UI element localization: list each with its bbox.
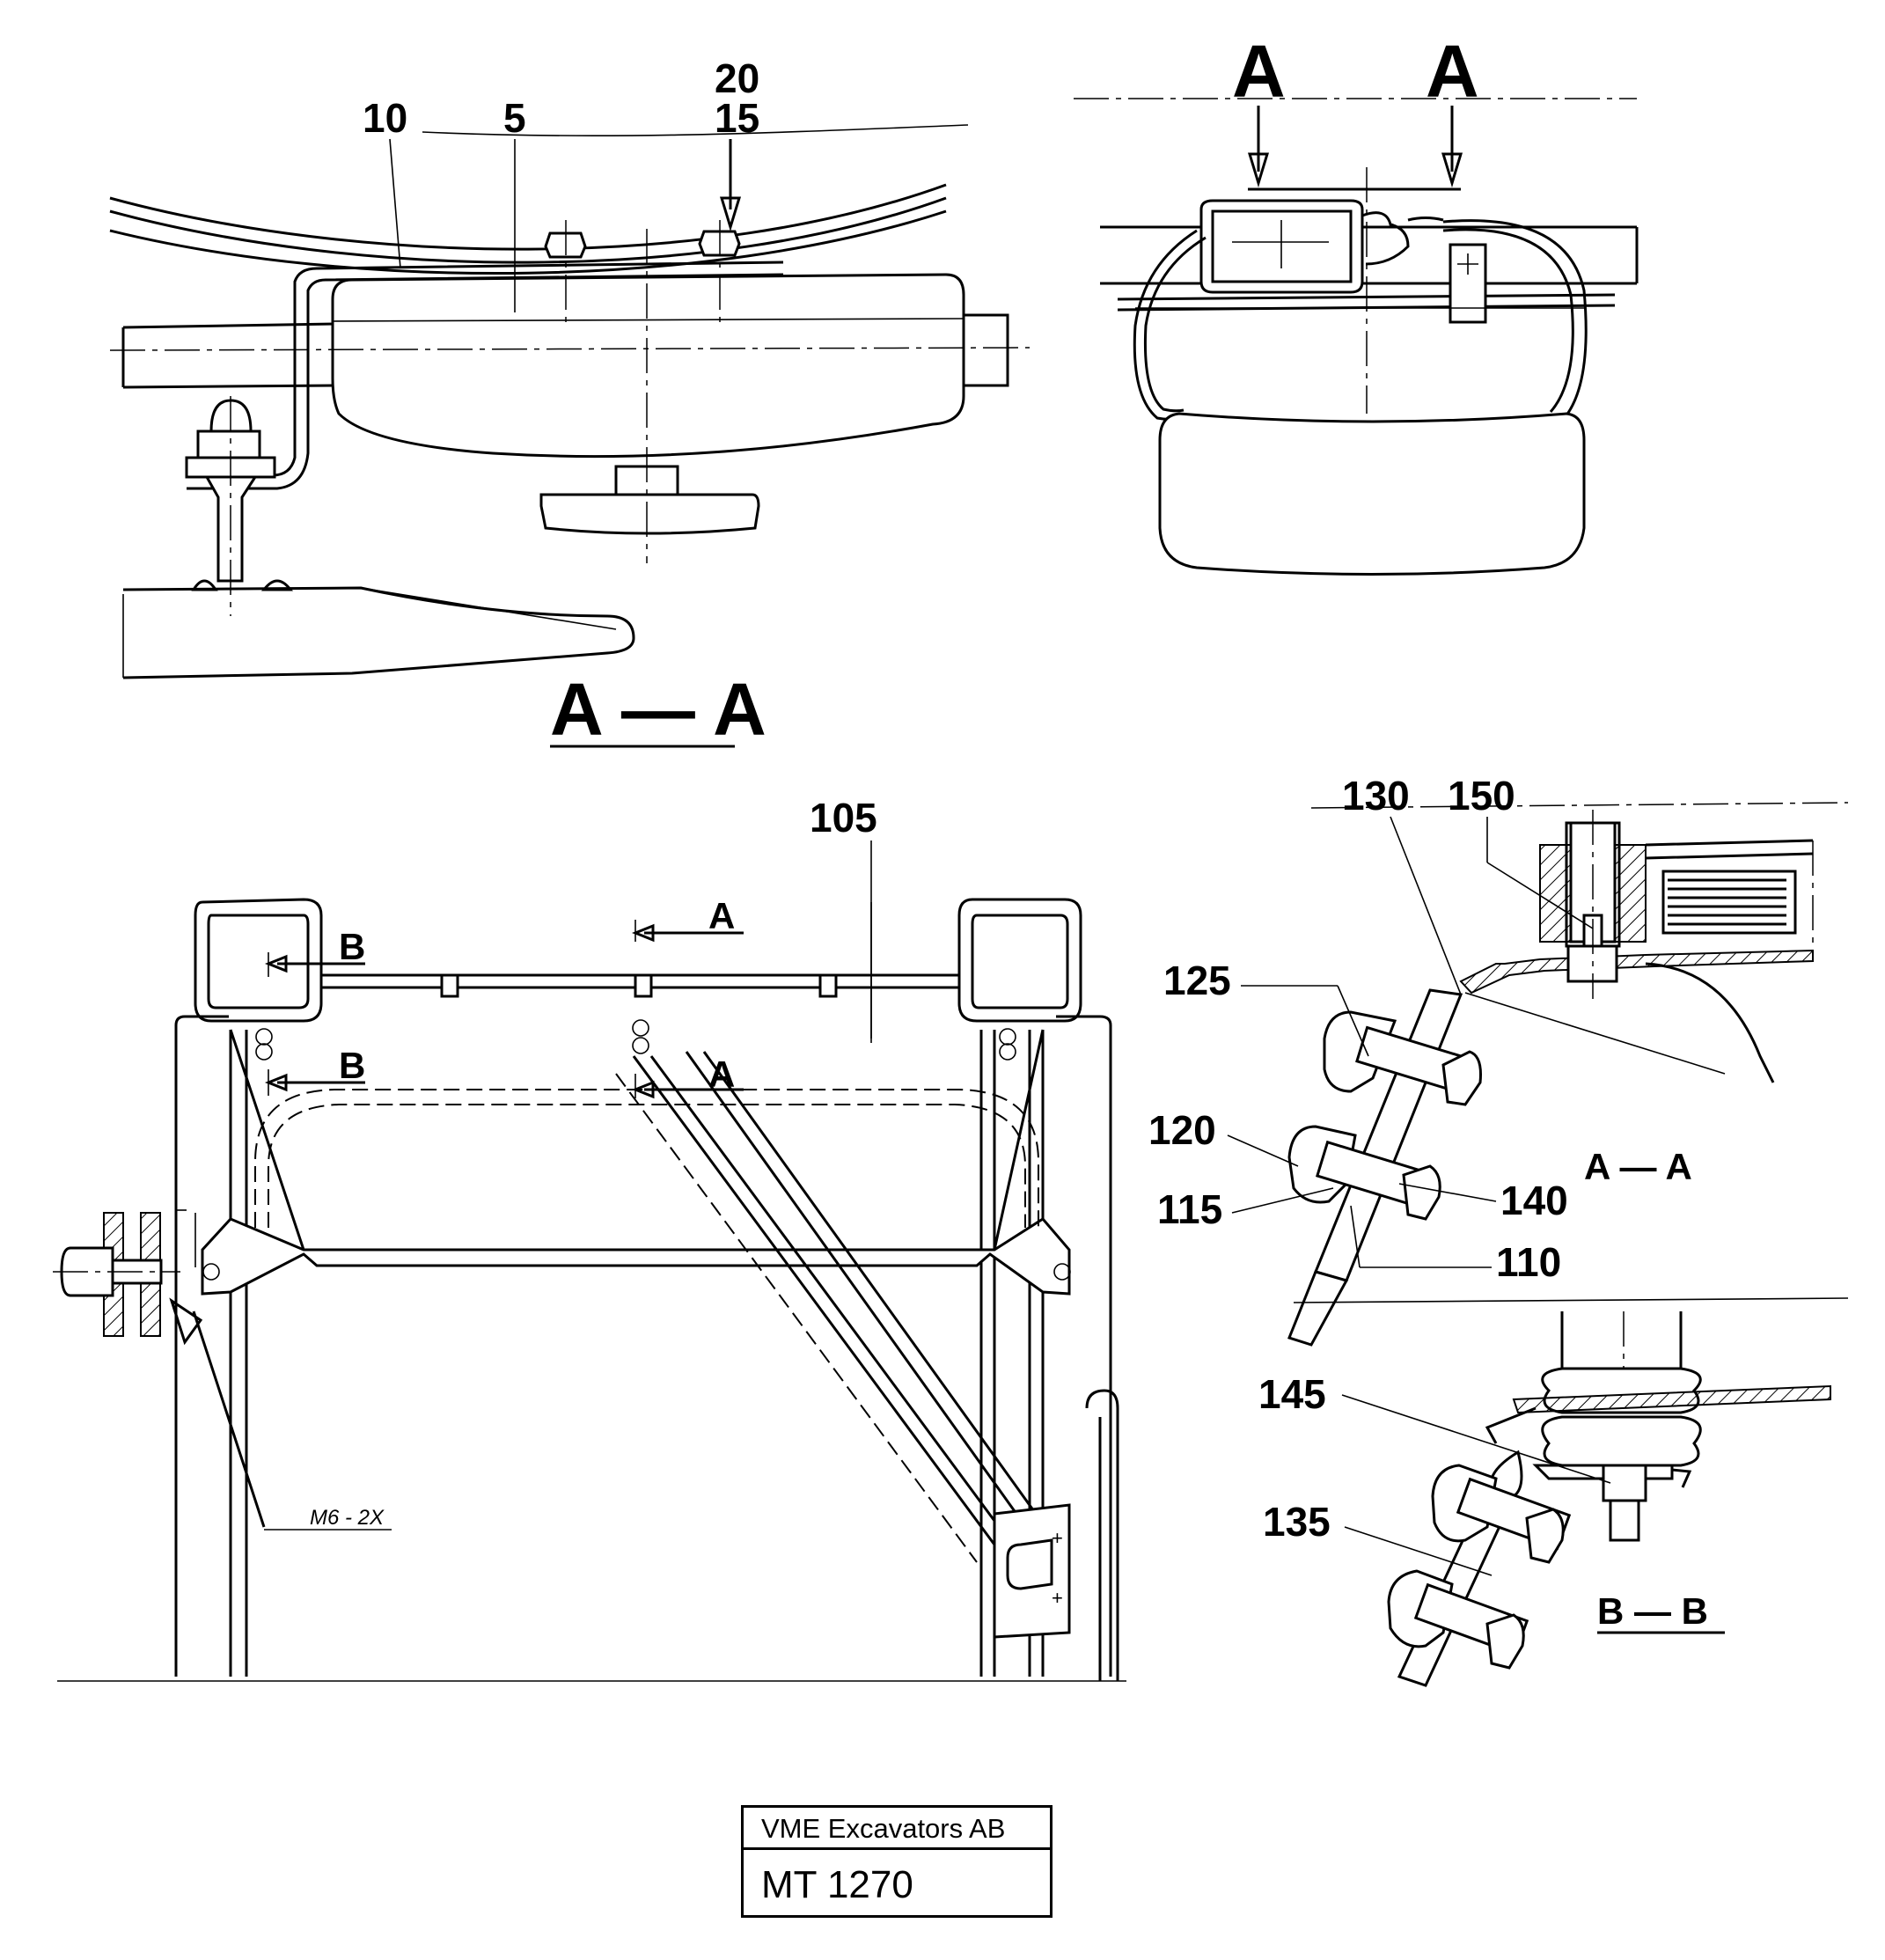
callout-145: 145	[1258, 1371, 1326, 1417]
callout-15: 15	[715, 95, 759, 141]
detail-bb	[1387, 1311, 1831, 1687]
side-view-lamp	[109, 124, 1031, 679]
svg-text:+: +	[1052, 1587, 1063, 1609]
section-arrow-left	[1247, 106, 1270, 188]
leader-145	[1341, 1394, 1611, 1484]
callout-20: 20	[715, 55, 759, 101]
fastener-note: M6 - 2X	[310, 1506, 385, 1530]
title-block-company: VME Excavators AB	[744, 1808, 1050, 1850]
svg-text:+: +	[1052, 1527, 1063, 1549]
callout-150: 150	[1448, 773, 1515, 819]
leader-115	[1231, 1187, 1334, 1214]
callout-130: 130	[1342, 773, 1410, 819]
section-mark-b-lower: B	[339, 1045, 365, 1086]
leader-10	[389, 138, 401, 269]
section-arrow-a-lower	[631, 1080, 744, 1099]
title-block-drawing-number: MT 1270	[761, 1863, 913, 1906]
frame-view: + +	[53, 898, 1126, 1682]
leader-120	[1227, 1134, 1299, 1167]
callout-115: 115	[1157, 1186, 1222, 1232]
section-arrow-right	[1441, 106, 1463, 188]
detail-aa	[1287, 802, 1849, 1347]
section-arrow-b-upper	[264, 954, 365, 973]
section-arrow-label-right: A	[1426, 30, 1479, 113]
callout-110: 110	[1496, 1239, 1561, 1285]
leader-135	[1344, 1526, 1493, 1576]
title-block: VME Excavators AB MT 1270	[741, 1805, 1053, 1918]
section-title-top: A — A	[550, 668, 766, 751]
callout-140: 140	[1500, 1178, 1568, 1223]
section-mark-b-upper: B	[339, 926, 365, 967]
callout-120: 120	[1148, 1107, 1216, 1153]
leader-130	[1390, 816, 1462, 995]
section-arrow-b-lower	[264, 1073, 365, 1092]
section-arrow-a-upper	[631, 923, 744, 943]
section-arrow-label-left: A	[1232, 30, 1286, 113]
arrow-15	[719, 139, 742, 232]
leader-140	[1398, 1183, 1497, 1202]
section-title-detail-aa: A — A	[1584, 1146, 1692, 1187]
section-mark-a-upper: A	[708, 895, 735, 936]
callout-135: 135	[1263, 1499, 1331, 1545]
front-view-lamp	[1074, 98, 1639, 576]
callout-5: 5	[503, 95, 526, 141]
callout-125: 125	[1163, 958, 1231, 1003]
callout-105: 105	[810, 795, 877, 841]
callout-10: 10	[363, 95, 407, 141]
section-mark-a-lower: A	[708, 1053, 735, 1095]
section-title-detail-bb: B — B	[1597, 1590, 1708, 1632]
